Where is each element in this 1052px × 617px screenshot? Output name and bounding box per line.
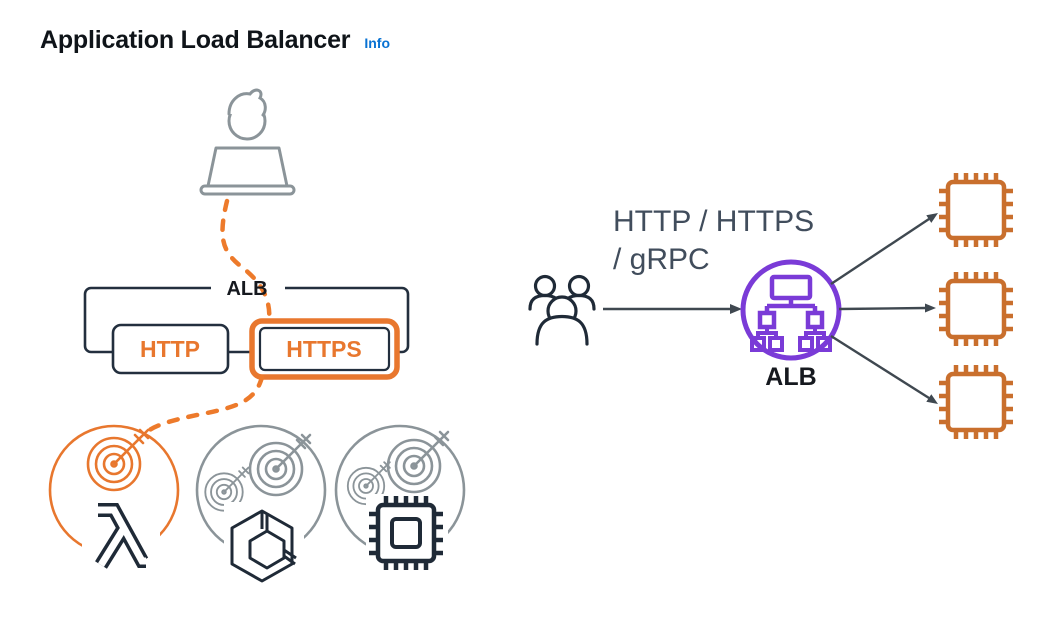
instance-chip-icon	[939, 173, 1013, 247]
client-to-https-dashed-connector	[220, 198, 272, 324]
alb-node-label: ALB	[765, 363, 816, 391]
http-listener-box: HTTP	[111, 323, 230, 375]
users-icon	[528, 274, 596, 346]
https-to-target-dashed-connector	[145, 374, 265, 434]
instances-target-group	[334, 424, 466, 576]
containers-target-group	[195, 424, 327, 586]
lambda-target-group	[48, 424, 180, 575]
alb-listeners-box: ALB HTTP HTTPS	[83, 198, 410, 380]
target-icon	[386, 430, 450, 494]
target-icon	[248, 433, 312, 497]
http-listener-label: HTTP	[140, 336, 200, 362]
person-laptop-icon	[199, 88, 296, 196]
https-listener-label: HTTPS	[286, 336, 361, 362]
lambda-icon	[95, 503, 149, 569]
page-header: Application Load Balancer Info	[40, 26, 390, 55]
alb-box-label: ALB	[226, 278, 267, 300]
users-to-alb-arrow	[603, 304, 742, 314]
alb-network-icon	[740, 259, 842, 361]
alb-to-instances-arrows	[830, 213, 938, 404]
protocols-label-line2: / gRPC	[613, 243, 710, 276]
instance-chip-icon	[939, 272, 1013, 346]
info-link[interactable]: Info	[364, 35, 390, 51]
containers-hexagon-icon	[230, 509, 297, 583]
instance-chip-icon	[939, 365, 1013, 439]
https-listener-box: HTTPS	[249, 318, 400, 380]
page-title: Application Load Balancer	[40, 26, 351, 54]
target-icon	[86, 428, 150, 492]
protocols-label-line1: HTTP / HTTPS	[613, 205, 814, 238]
